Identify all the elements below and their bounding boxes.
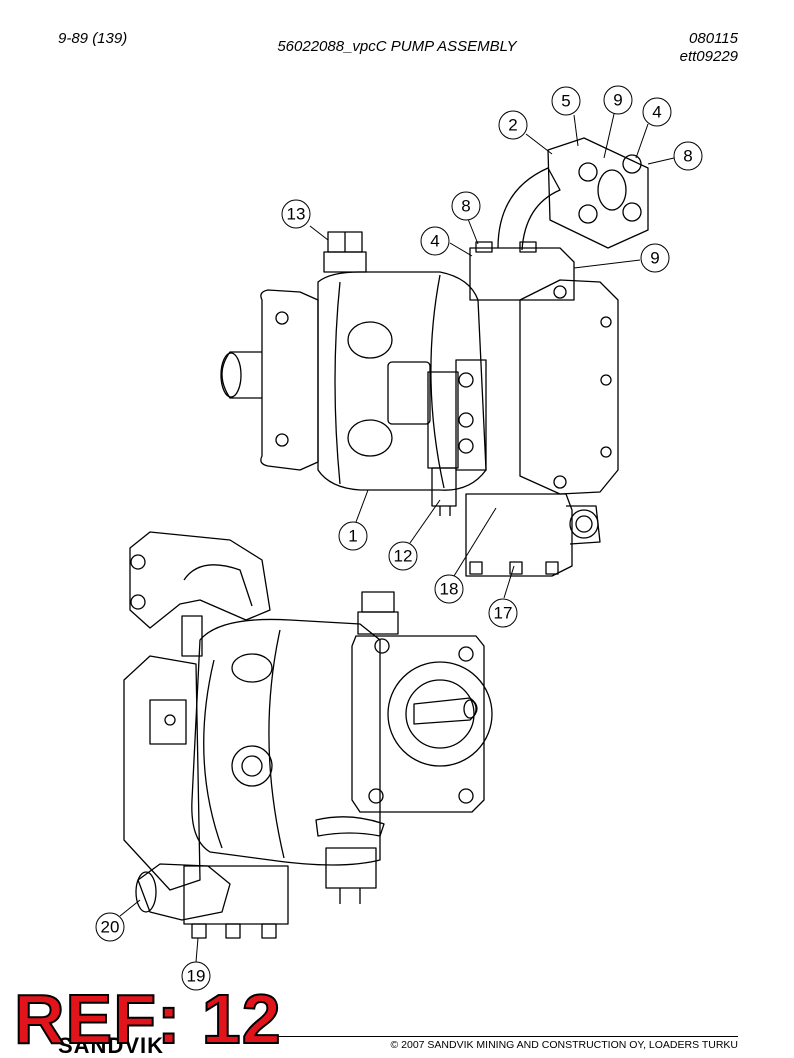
callout-13: 13 xyxy=(281,199,311,229)
svg-text:4: 4 xyxy=(652,103,661,122)
svg-text:9: 9 xyxy=(650,249,659,268)
callout-8-right: 8 xyxy=(673,141,703,171)
callout-9-top: 9 xyxy=(603,85,633,115)
callout-1: 1 xyxy=(338,521,368,551)
page-title: 56022088_vpcC PUMP ASSEMBLY xyxy=(277,38,517,55)
callout-5: 5 xyxy=(551,86,581,116)
svg-text:13: 13 xyxy=(287,205,306,224)
callout-12: 12 xyxy=(388,541,418,571)
svg-text:2: 2 xyxy=(508,116,517,135)
svg-text:8: 8 xyxy=(683,147,692,166)
leader-lines xyxy=(119,113,675,963)
svg-text:12: 12 xyxy=(394,547,413,566)
page-reference: 9-89 (139) xyxy=(58,30,128,47)
sandvik-logo: SANDVIK xyxy=(58,1036,165,1053)
drawing-id: ett09229 xyxy=(679,48,738,65)
callout-9-right: 9 xyxy=(640,243,670,273)
footer-rule xyxy=(270,1036,738,1037)
upper-pump-view xyxy=(220,137,649,577)
callout-4-top: 4 xyxy=(642,97,672,127)
callout-20: 20 xyxy=(95,912,125,942)
svg-text:18: 18 xyxy=(440,580,459,599)
svg-text:20: 20 xyxy=(101,918,120,937)
copyright: © 2007 SANDVIK MINING AND CONSTRUCTION O… xyxy=(390,1039,738,1051)
callout-4-left: 4 xyxy=(420,226,450,256)
ref-label: REF: 12 xyxy=(13,980,282,1058)
svg-text:8: 8 xyxy=(461,197,470,216)
svg-text:19: 19 xyxy=(187,967,206,986)
svg-text:1: 1 xyxy=(348,527,357,546)
document-number: 080115 xyxy=(689,30,738,47)
callout-17: 17 xyxy=(488,598,518,628)
callout-2: 2 xyxy=(498,110,528,140)
callout-19: 19 xyxy=(181,961,211,991)
callout-18: 18 xyxy=(434,574,464,604)
svg-text:9: 9 xyxy=(613,91,622,110)
lower-pump-view xyxy=(123,531,493,939)
svg-text:4: 4 xyxy=(430,232,439,251)
callout-8-left: 8 xyxy=(451,191,481,221)
svg-text:5: 5 xyxy=(561,92,570,111)
svg-text:17: 17 xyxy=(494,604,513,623)
